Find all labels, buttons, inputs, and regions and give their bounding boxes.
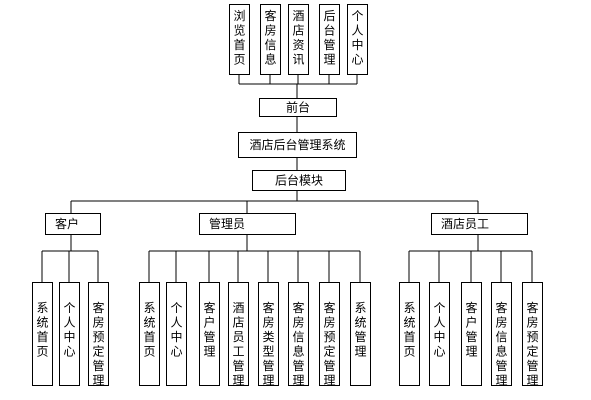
role-1-item-4-label: 客房类型管理 <box>262 300 274 388</box>
role-1-item-5: 客房信息管理 <box>288 282 309 388</box>
role-node-0-label: 客户 <box>55 216 79 231</box>
role-1-item-1: 个人中心 <box>166 282 187 386</box>
role-1-item-3: 酒店员工管理 <box>228 282 249 388</box>
role-1-item-7-frame <box>350 282 371 386</box>
role-node-1-label: 管理员 <box>209 216 245 231</box>
role-1-item-0-frame <box>139 282 160 386</box>
frontend-item-2: 酒店资讯 <box>288 4 309 75</box>
role-2-item-3: 客房信息管理 <box>491 282 512 388</box>
frontend-item-2-frame <box>288 4 309 75</box>
role-node-0-frame <box>45 213 101 235</box>
role-2-item-2-label: 客户管理 <box>465 300 477 359</box>
role-0-item-2-frame <box>88 282 109 386</box>
role-node-1: 管理员 <box>199 213 296 235</box>
role-1-item-7: 系统管理 <box>350 282 371 386</box>
front-node-label: 前台 <box>286 100 310 115</box>
role-2-item-3-label: 客房信息管理 <box>495 300 507 388</box>
role-2-item-2-frame <box>461 282 482 386</box>
role-2-item-4-frame <box>522 282 543 386</box>
frontend-item-3-label: 后台管理 <box>323 9 335 67</box>
role-2-item-2: 客户管理 <box>461 282 482 386</box>
role-node-2: 酒店员工 <box>431 213 528 235</box>
role-2-item-1: 个人中心 <box>429 282 450 386</box>
role-0-item-0-label: 系统首页 <box>36 301 48 359</box>
role-1-item-4: 客房类型管理 <box>258 282 279 388</box>
role-0-item-2: 客房预定管理 <box>88 282 109 388</box>
role-0-item-0-frame <box>32 282 53 386</box>
frontend-item-4-frame <box>347 4 368 75</box>
role-1-item-7-label: 系统管理 <box>354 301 366 359</box>
frontend-item-1: 客房信息 <box>260 4 281 75</box>
role-2-item-1-frame <box>429 282 450 386</box>
frontend-item-4: 个人中心 <box>347 4 368 75</box>
frontend-item-4-label: 个人中心 <box>351 9 363 67</box>
role-0-item-2-label: 客房预定管理 <box>92 300 104 388</box>
role-2-item-3-frame <box>491 282 512 386</box>
role-1-item-6-label: 客房预定管理 <box>323 300 335 388</box>
role-1-item-1-frame <box>166 282 187 386</box>
frontend-item-2-label: 酒店资讯 <box>292 9 304 67</box>
diagram-nodes: 浏览首页客房信息酒店资讯后台管理个人中心前台酒店后台管理系统后台模块客户管理员酒… <box>32 4 543 388</box>
front-node-frame <box>259 98 337 117</box>
role-0-item-1-label: 个人中心 <box>63 301 75 359</box>
role-2-item-0: 系统首页 <box>399 282 420 386</box>
frontend-item-1-label: 客房信息 <box>264 8 276 67</box>
role-1-item-6-frame <box>319 282 340 386</box>
role-node-1-frame <box>199 213 296 235</box>
role-node-2-label: 酒店员工 <box>441 217 489 231</box>
frontend-item-3-frame <box>319 4 340 75</box>
role-1-item-2-frame <box>199 282 220 386</box>
frontend-item-0-label: 浏览首页 <box>233 9 245 67</box>
role-1-item-4-frame <box>258 282 279 386</box>
role-1-item-6: 客房预定管理 <box>319 282 340 388</box>
frontend-item-0: 浏览首页 <box>229 4 250 75</box>
role-2-item-4-label: 客房预定管理 <box>526 300 538 388</box>
role-0-item-1: 个人中心 <box>59 282 80 386</box>
role-2-item-0-frame <box>399 282 420 386</box>
role-1-item-3-frame <box>228 282 249 386</box>
role-node-2-frame <box>431 213 528 235</box>
role-1-item-5-label: 客房信息管理 <box>292 300 304 388</box>
system-node: 酒店后台管理系统 <box>238 132 357 158</box>
front-node: 前台 <box>259 98 337 117</box>
backend-node-frame <box>252 170 346 191</box>
role-1-item-2-label: 客户管理 <box>203 300 215 359</box>
role-2-item-0-label: 系统首页 <box>403 301 415 359</box>
frontend-item-3: 后台管理 <box>319 4 340 75</box>
frontend-item-0-frame <box>229 4 250 75</box>
system-node-label: 酒店后台管理系统 <box>249 137 345 152</box>
system-node-frame <box>238 132 357 158</box>
role-1-item-0: 系统首页 <box>139 282 160 386</box>
role-0-item-0: 系统首页 <box>32 282 53 386</box>
role-1-item-2: 客户管理 <box>199 282 220 386</box>
connector-lines <box>41 74 533 282</box>
role-1-item-5-frame <box>288 282 309 386</box>
role-2-item-1-label: 个人中心 <box>433 301 445 359</box>
role-0-item-1-frame <box>59 282 80 386</box>
role-2-item-4: 客房预定管理 <box>522 282 543 388</box>
backend-node-label: 后台模块 <box>275 173 323 188</box>
role-1-item-1-label: 个人中心 <box>170 301 182 359</box>
role-1-item-0-label: 系统首页 <box>143 301 155 359</box>
role-node-0: 客户 <box>45 213 101 235</box>
backend-node: 后台模块 <box>252 170 346 191</box>
frontend-item-1-frame <box>260 4 281 75</box>
role-1-item-3-label: 酒店员工管理 <box>232 301 244 388</box>
